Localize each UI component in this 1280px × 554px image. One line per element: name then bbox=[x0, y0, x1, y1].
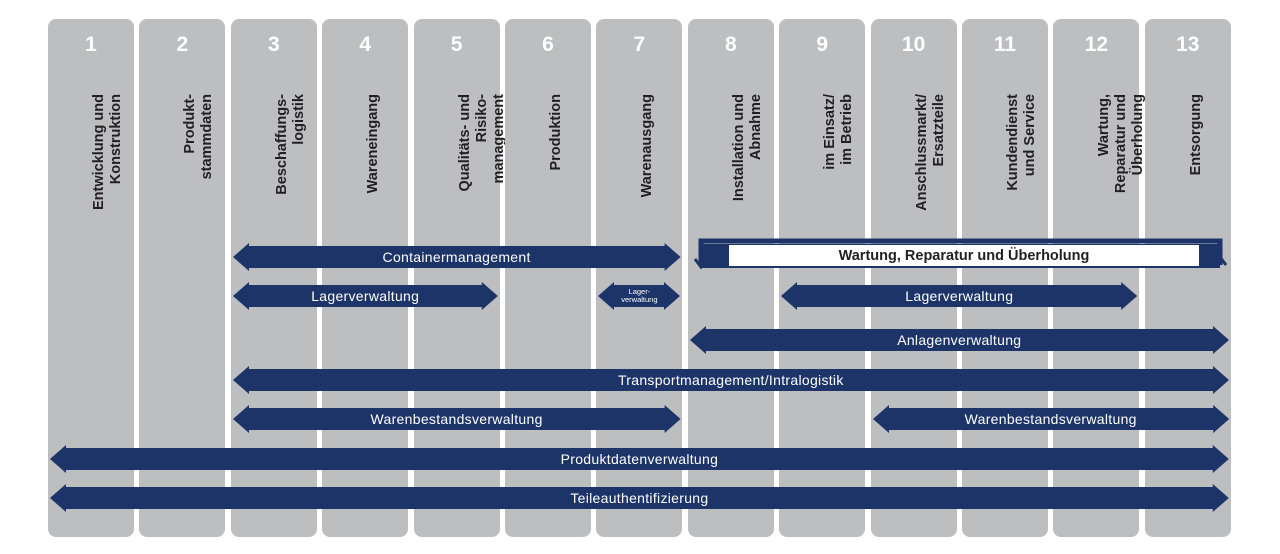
stage-label-line: Warenausgang bbox=[639, 94, 656, 198]
process-arrow-label: Lagerverwaltung bbox=[311, 288, 420, 304]
double-arrow-icon bbox=[689, 326, 1229, 354]
process-arrow: Warenbestandsverwaltung bbox=[232, 405, 681, 433]
process-arrow-label: Produktdatenverwaltung bbox=[560, 451, 719, 467]
stage-label-line: Produkt- bbox=[182, 94, 199, 154]
stage-label: Anschlussmarkt/Ersatzteile bbox=[914, 94, 948, 244]
stage-label: im Einsatz/im Betrieb bbox=[822, 94, 856, 244]
process-arrow-label: Warenbestandsverwaltung bbox=[964, 411, 1137, 427]
stage-label-line: Risiko- bbox=[473, 94, 490, 143]
stage-label-line: Installation und bbox=[730, 94, 747, 202]
process-arrow-label: Lagerverwaltung bbox=[905, 288, 1014, 304]
stage-label-line: im Betrieb bbox=[839, 94, 856, 165]
stage-label-line: Wartung, bbox=[1096, 94, 1113, 157]
maintenance-bracket: Wartung, Reparatur und Überholung bbox=[693, 237, 1229, 273]
process-arrow-label: Containermanagement bbox=[382, 249, 531, 265]
stage-label: Produktion bbox=[548, 94, 565, 244]
process-arrow-label: Lager-verwaltung bbox=[598, 282, 680, 310]
stage-label-line: Beschaffungs- bbox=[273, 94, 290, 195]
double-arrow-icon bbox=[50, 484, 1229, 512]
stage-number: 6 bbox=[542, 33, 554, 56]
process-arrow: Lager-verwaltung bbox=[598, 282, 681, 310]
process-arrow-label: Transportmanagement/Intralogistik bbox=[617, 372, 844, 388]
stage-label: Wareneingang bbox=[365, 94, 382, 244]
double-arrow-icon bbox=[872, 405, 1229, 433]
stage-label-line: im Einsatz/ bbox=[822, 94, 839, 170]
stage-number: 12 bbox=[1084, 33, 1109, 56]
stage-label: Produkt-stammdaten bbox=[182, 94, 216, 244]
double-arrow-icon bbox=[781, 282, 1138, 310]
stage-label-line: Abnahme bbox=[747, 94, 764, 161]
double-arrow-icon bbox=[598, 282, 681, 310]
stage-label-line: logistik bbox=[290, 94, 307, 145]
stage-number: 1 bbox=[85, 33, 97, 56]
stage-label: Warenausgang bbox=[639, 94, 656, 244]
process-arrow: Containermanagement bbox=[232, 243, 681, 271]
stage-label-line: Konstruktion bbox=[108, 94, 124, 185]
process-arrow: Lagerverwaltung bbox=[781, 282, 1138, 310]
stage-label-line: Reparatur und bbox=[1113, 94, 1130, 194]
double-arrow-icon bbox=[232, 243, 681, 271]
process-arrow-label: Anlagenverwaltung bbox=[897, 332, 1022, 348]
stage-number: 9 bbox=[816, 33, 829, 56]
maintenance-label: Wartung, Reparatur und Überholung bbox=[729, 245, 1199, 266]
stage-label: Entsorgung bbox=[1188, 94, 1205, 244]
double-arrow-icon bbox=[232, 405, 681, 433]
stage-label-line: Qualitäts- und bbox=[456, 94, 473, 192]
stage-number: 11 bbox=[993, 33, 1017, 56]
process-arrow-label: Teileauthentifizierung bbox=[570, 490, 709, 506]
process-arrow-label-line: Lager- bbox=[628, 287, 651, 296]
stage-number: 8 bbox=[724, 33, 737, 56]
double-arrow-icon bbox=[50, 445, 1229, 473]
stage-label: Beschaffungs-logistik bbox=[274, 94, 308, 244]
stage-label-line: und Service bbox=[1022, 94, 1038, 177]
stage-number: 10 bbox=[901, 33, 926, 56]
stage-label-line: Kundendienst bbox=[1005, 94, 1021, 191]
process-arrow-label-line: verwaltung bbox=[621, 295, 658, 304]
double-arrow-icon bbox=[232, 282, 498, 310]
stage-number: 7 bbox=[633, 33, 646, 56]
double-arrow-icon bbox=[232, 366, 1229, 394]
stage-label-line: Ersatzteile bbox=[930, 94, 947, 167]
process-arrow: Teileauthentifizierung bbox=[50, 484, 1229, 512]
process-arrow-label: Warenbestandsverwaltung bbox=[370, 411, 543, 427]
stage-number: 5 bbox=[450, 33, 463, 56]
process-arrow: Lagerverwaltung bbox=[232, 282, 498, 310]
stage-number: 13 bbox=[1176, 33, 1200, 56]
process-arrow: Anlagenverwaltung bbox=[689, 326, 1229, 354]
process-arrow: Warenbestandsverwaltung bbox=[872, 405, 1229, 433]
process-arrow: Produktdatenverwaltung bbox=[50, 445, 1229, 473]
stage-label-line: stammdaten bbox=[199, 94, 216, 180]
stage-label-line: Wareneingang bbox=[365, 94, 382, 194]
stage-label-line: Entwicklung und bbox=[91, 94, 107, 210]
stage-label-line: Entsorgung bbox=[1187, 94, 1204, 176]
stage-number: 4 bbox=[359, 33, 372, 56]
process-arrow: Transportmanagement/Intralogistik bbox=[232, 366, 1229, 394]
stage-number: 3 bbox=[267, 33, 280, 56]
stage-number: 2 bbox=[176, 33, 189, 56]
stage-label-line: Anschlussmarkt/ bbox=[913, 94, 930, 211]
stage-label-line: Produktion bbox=[548, 94, 564, 171]
